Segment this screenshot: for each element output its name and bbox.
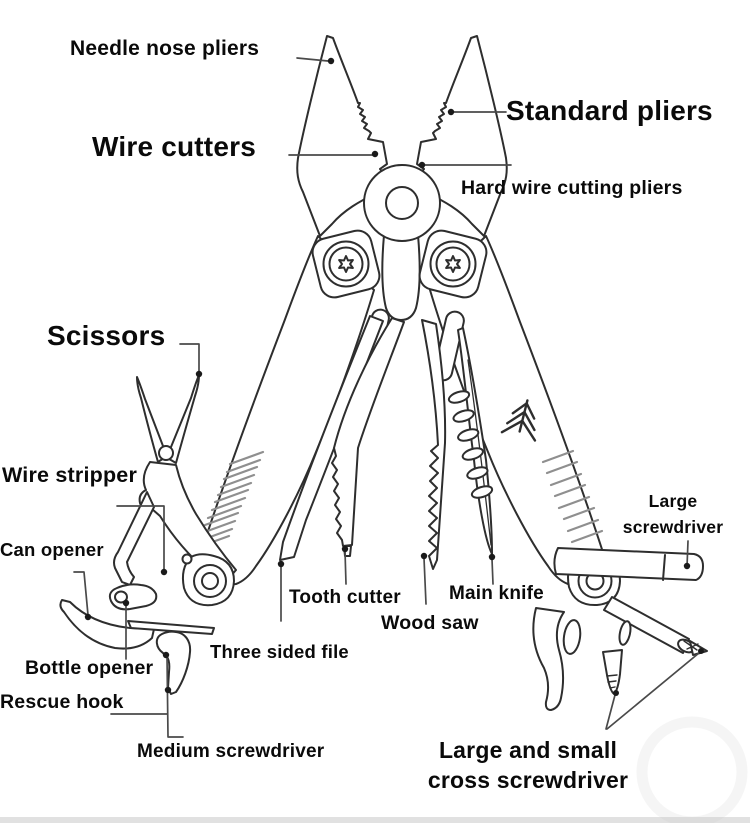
- label-wood-saw: Wood saw: [381, 612, 479, 634]
- label-main-knife: Main knife: [449, 583, 544, 604]
- label-cross-screwdrivers: Large and small cross screwdriver: [413, 735, 643, 796]
- opener-tools: [59, 583, 215, 695]
- medium-screwdriver-tool: [155, 630, 192, 695]
- thin-blade: [127, 620, 215, 635]
- label-large-screwdriver: Large screwdriver: [608, 488, 738, 541]
- leader-needle-nose-pliers: [296, 57, 329, 62]
- label-three-sided-file: Three sided file: [210, 641, 349, 662]
- label-wire-cutters: Wire cutters: [92, 131, 256, 162]
- small-blade: [618, 620, 632, 646]
- label-tooth-cutter: Tooth cutter: [289, 587, 401, 608]
- hinge-screws: [311, 229, 488, 299]
- label-large-screwdriver-line2: screwdriver: [622, 517, 724, 538]
- fold-out-tools: [279, 315, 494, 570]
- leader-medium-screwdriver: [166, 655, 184, 738]
- label-cross-screwdrivers-line1: Large and small: [438, 737, 618, 763]
- needle-nose-jaw-right: [413, 35, 508, 237]
- bottle-opener-blade: [59, 599, 155, 650]
- tree-logo-icon: [500, 399, 537, 442]
- can-opener-notch: [114, 590, 128, 604]
- leader-wire-stripper: [116, 505, 165, 571]
- teardrop-cutout: [562, 619, 582, 655]
- label-standard-pliers: Standard pliers: [506, 95, 713, 126]
- leader-large-screwdriver: [686, 540, 689, 568]
- scissors-drawing: [113, 374, 237, 586]
- pliers-head: [296, 35, 508, 321]
- leader-dots: [84, 57, 704, 696]
- tooth-cutter-blade: [331, 317, 405, 547]
- bottom-left-pivot: [181, 553, 235, 607]
- label-wire-stripper: Wire stripper: [2, 463, 138, 487]
- wood-saw-blade: [421, 319, 447, 570]
- handle-tail: [532, 607, 565, 711]
- pivot-hole: [385, 186, 419, 220]
- main-knife-bevel: [467, 359, 492, 546]
- leader-lines: [73, 57, 700, 738]
- torx-star-icon: [445, 255, 461, 273]
- leader-main-knife: [491, 558, 494, 585]
- bottom-edge-strip: [0, 817, 750, 823]
- flat-screwdriver: [553, 547, 704, 581]
- knife-grip-ovals: [447, 390, 494, 499]
- label-needle-nose-pliers: Needle nose pliers: [70, 37, 260, 60]
- label-scissors: Scissors: [47, 320, 166, 351]
- label-rescue-hook: Rescue hook: [0, 691, 124, 713]
- scissors-pivot: [158, 445, 174, 461]
- label-hard-wire-cutting-pliers: Hard wire cutting pliers: [461, 177, 683, 199]
- watermark-circle: [636, 716, 748, 823]
- needle-nose-jaw-left: [296, 35, 391, 237]
- large-cross-screwdriver: [603, 596, 690, 654]
- pliers-tang: [381, 234, 421, 321]
- leader-can-opener: [73, 571, 89, 616]
- label-bottle-opener: Bottle opener: [25, 657, 154, 679]
- leader-wood-saw: [423, 557, 427, 605]
- right-handle-grip-texture: [541, 449, 604, 544]
- phillips-screwdrivers: [602, 596, 708, 695]
- leader-large-cross: [606, 652, 700, 730]
- label-large-screwdriver-line1: Large: [648, 491, 698, 511]
- label-medium-screwdriver: Medium screwdriver: [137, 741, 325, 762]
- leader-small-cross: [605, 694, 616, 730]
- scissors-body: [138, 461, 237, 579]
- label-cross-screwdrivers-line2: cross screwdriver: [427, 767, 629, 794]
- label-can-opener: Can opener: [0, 539, 104, 560]
- leader-scissors: [179, 343, 200, 373]
- leader-tooth-cutter: [344, 550, 347, 585]
- torx-star-icon: [338, 255, 354, 273]
